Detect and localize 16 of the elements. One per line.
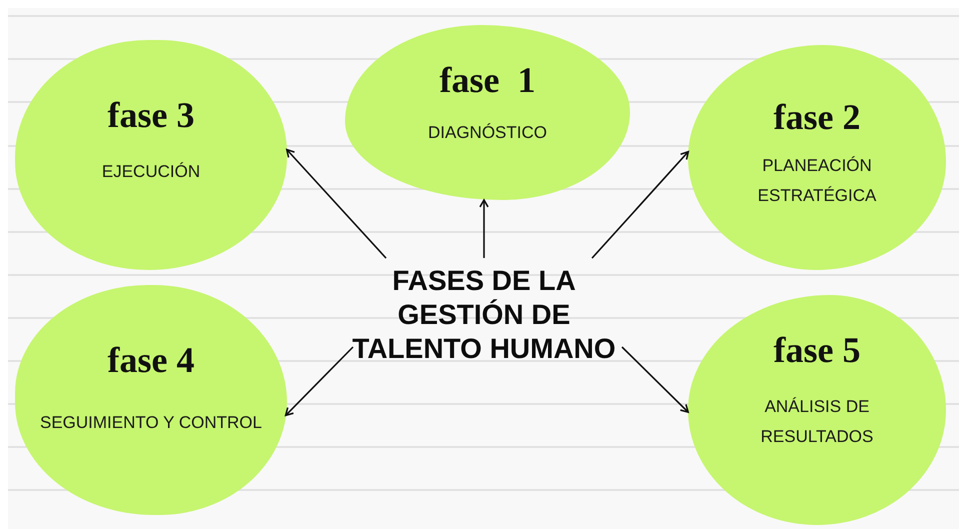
arrow [591, 150, 690, 259]
phase-description: DIAGNÓSTICO [426, 122, 548, 144]
arrow [284, 346, 354, 416]
phase-description: EJECUCIÓN [100, 161, 202, 183]
phase-description: SEGUIMIENTO Y CONTROL [39, 412, 263, 434]
central-title: FASES DE LA GESTIÓN DE TALENTO HUMANO [351, 264, 617, 366]
arrow [621, 346, 689, 413]
phase-heading: fase 4 [108, 340, 194, 380]
phase-heading: fase 2 [774, 97, 860, 137]
phase-heading: fase 5 [774, 330, 860, 370]
phase-heading: fase 1 [440, 60, 536, 100]
phase-description: PLANEACIÓN ESTRATÉGICA [756, 155, 878, 207]
arrow [479, 199, 489, 258]
phase-heading: fase 3 [108, 95, 194, 135]
arrow [286, 148, 387, 259]
phase-description: ANÁLISIS DE RESULTADOS [760, 396, 874, 448]
